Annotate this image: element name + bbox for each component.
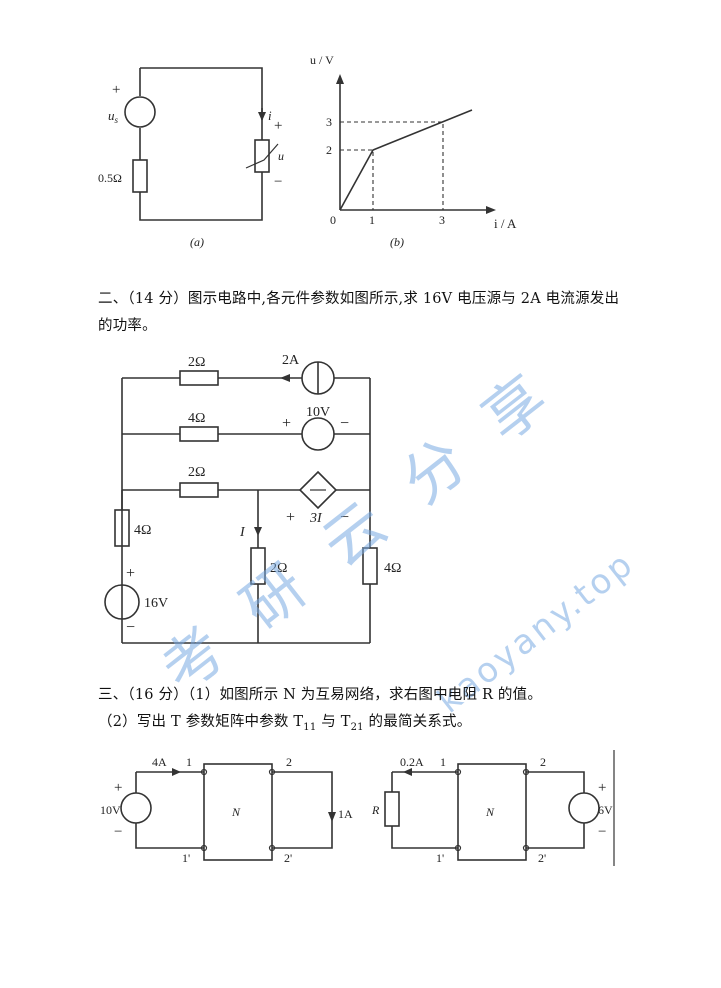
u-i-curve <box>339 109 473 211</box>
label-4ohm-right: 4Ω <box>384 561 401 576</box>
minus-3I: − <box>340 509 349 526</box>
label-3I: 3I <box>309 511 323 526</box>
plus-16V: + <box>126 565 135 582</box>
resistor-0.5-label: 0.5Ω <box>98 171 122 185</box>
plus-sign: + <box>112 82 120 98</box>
label-I: I <box>239 525 246 540</box>
port-1p-right: 1' <box>436 851 444 865</box>
minus-6V: − <box>598 824 606 840</box>
xtick-3: 3 <box>439 213 445 227</box>
question-3-line1: 三、（16 分）（1）如图所示 N 为互易网络，求右图中电阻 R 的值。 <box>98 687 543 703</box>
network-N-left <box>203 763 273 861</box>
label-2A: 2A <box>282 353 300 368</box>
plus-3I: + <box>286 509 295 526</box>
label-10V: 10V <box>306 405 330 420</box>
plus-10V: + <box>114 780 122 796</box>
plus-10V: + <box>282 415 291 432</box>
xtick-1: 1 <box>369 213 375 227</box>
resistor-2-third <box>179 482 219 498</box>
label-4ohm-mid: 4Ω <box>188 411 205 426</box>
label-4A: 4A <box>152 755 167 769</box>
minus-10V: − <box>114 824 122 840</box>
caption-a: (a) <box>190 235 204 249</box>
caption-b: (b) <box>390 235 404 249</box>
network-N-right <box>457 763 527 861</box>
port-2p-right: 2' <box>538 851 546 865</box>
question-2-text: 二、（14 分）图示电路中,各元件参数如图所示,求 16V 电压源与 2A 电流… <box>98 286 638 340</box>
resistor-4-left <box>114 509 130 547</box>
current-i-label: i <box>268 108 272 123</box>
port-2-left: 2 <box>286 755 292 769</box>
label-2ohm-top: 2Ω <box>188 355 205 370</box>
label-10V: 10V <box>100 803 121 817</box>
question-2-line1: 二、（14 分）图示电路中,各元件参数如图所示,求 16V 电压源与 2A 电流… <box>98 291 620 307</box>
port-1p-left: 1' <box>182 851 190 865</box>
ytick-2: 2 <box>326 143 332 157</box>
dependent-source-3I <box>298 470 338 510</box>
voltage-source-16V <box>104 584 140 620</box>
label-1A: 1A <box>338 807 353 821</box>
resistor-R <box>384 791 400 827</box>
label-0.2A: 0.2A <box>400 755 424 769</box>
resistor-2-top <box>179 370 219 386</box>
resistor-4-mid <box>179 426 219 442</box>
minus-10V: − <box>340 415 349 432</box>
x-axis-label: i / A <box>494 216 517 231</box>
label-4ohm-left: 4Ω <box>134 523 151 538</box>
label-16V: 16V <box>144 596 168 611</box>
question-2-line2: 的功率。 <box>98 318 157 334</box>
voltage-source-10V <box>301 417 335 451</box>
y-axis-label: u / V <box>310 53 334 67</box>
label-2ohm-center: 2Ω <box>270 561 287 576</box>
port-2-right: 2 <box>540 755 546 769</box>
question-3-line2: （2）写出 T 参数矩阵中参数 T11 与 T21 的最简关系式。 <box>98 714 472 733</box>
voltage-source-6V <box>568 792 600 824</box>
minus-16V: − <box>126 619 135 636</box>
label-R: R <box>371 803 380 817</box>
minus-sign-right: − <box>274 174 282 190</box>
port-1-left: 1 <box>186 755 192 769</box>
question-3-text: 三、（16 分）（1）如图所示 N 为互易网络，求右图中电阻 R 的值。 （2）… <box>98 682 658 741</box>
us-label: us <box>108 108 119 125</box>
us-voltage-source <box>124 96 156 128</box>
label-N-right: N <box>485 805 495 819</box>
origin-label: 0 <box>330 213 336 227</box>
plus-sign-right: + <box>274 118 282 134</box>
voltage-u-label: u <box>278 149 284 163</box>
resistor-2-center <box>250 547 266 585</box>
resistor-0.5 <box>132 159 148 193</box>
label-6V: 6V <box>598 803 613 817</box>
nonlinear-resistor <box>254 139 270 173</box>
port-2p-left: 2' <box>284 851 292 865</box>
ytick-3: 3 <box>326 115 332 129</box>
label-N-left: N <box>231 805 241 819</box>
voltage-source-10V <box>120 792 152 824</box>
resistor-4-right <box>362 547 378 585</box>
label-2ohm-third: 2Ω <box>188 465 205 480</box>
port-1-right: 1 <box>440 755 446 769</box>
plus-6V: + <box>598 780 606 796</box>
